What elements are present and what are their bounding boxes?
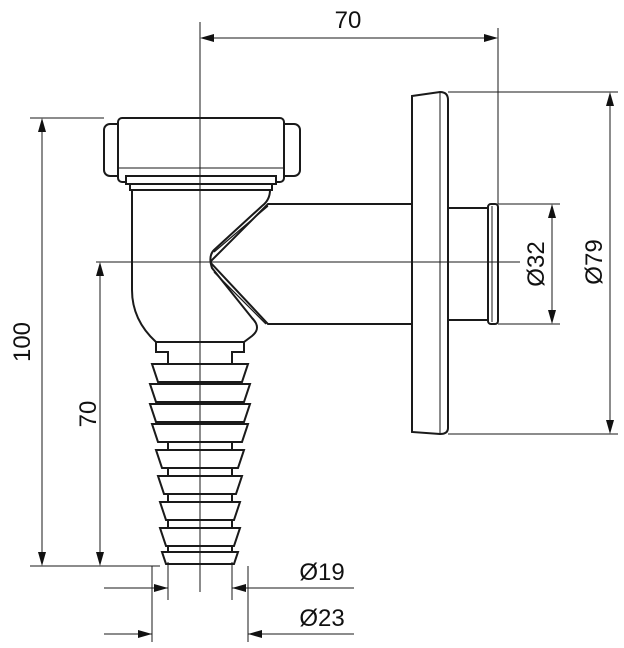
dimension-hose-large-diameter: Ø23 xyxy=(104,566,354,642)
dimension-flange-diameter: Ø79 xyxy=(448,91,618,435)
dimension-side-height: 100 xyxy=(9,117,160,567)
union-nut xyxy=(103,117,301,191)
dimension-outlet-diameter: Ø32 xyxy=(498,203,560,325)
dim-hose-small-diameter-label: Ø19 xyxy=(299,559,344,586)
dim-side-height-label: 100 xyxy=(9,322,36,362)
wall-flange xyxy=(411,90,449,436)
center-lines xyxy=(96,22,520,592)
dim-hose-large-diameter-label: Ø23 xyxy=(299,605,344,632)
dim-outlet-diameter-label: Ø32 xyxy=(523,241,550,286)
dim-flange-diameter-label: Ø79 xyxy=(581,239,608,284)
siphon-body xyxy=(131,189,272,343)
dimension-hose-small-diameter: Ø19 xyxy=(104,559,354,600)
dim-top-width-label: 70 xyxy=(335,7,362,34)
dimension-inner-height: 70 xyxy=(75,262,104,566)
dimension-top-width: 70 xyxy=(200,7,499,204)
dim-inner-height-label: 70 xyxy=(75,401,102,428)
outlet-pipe xyxy=(208,203,499,325)
